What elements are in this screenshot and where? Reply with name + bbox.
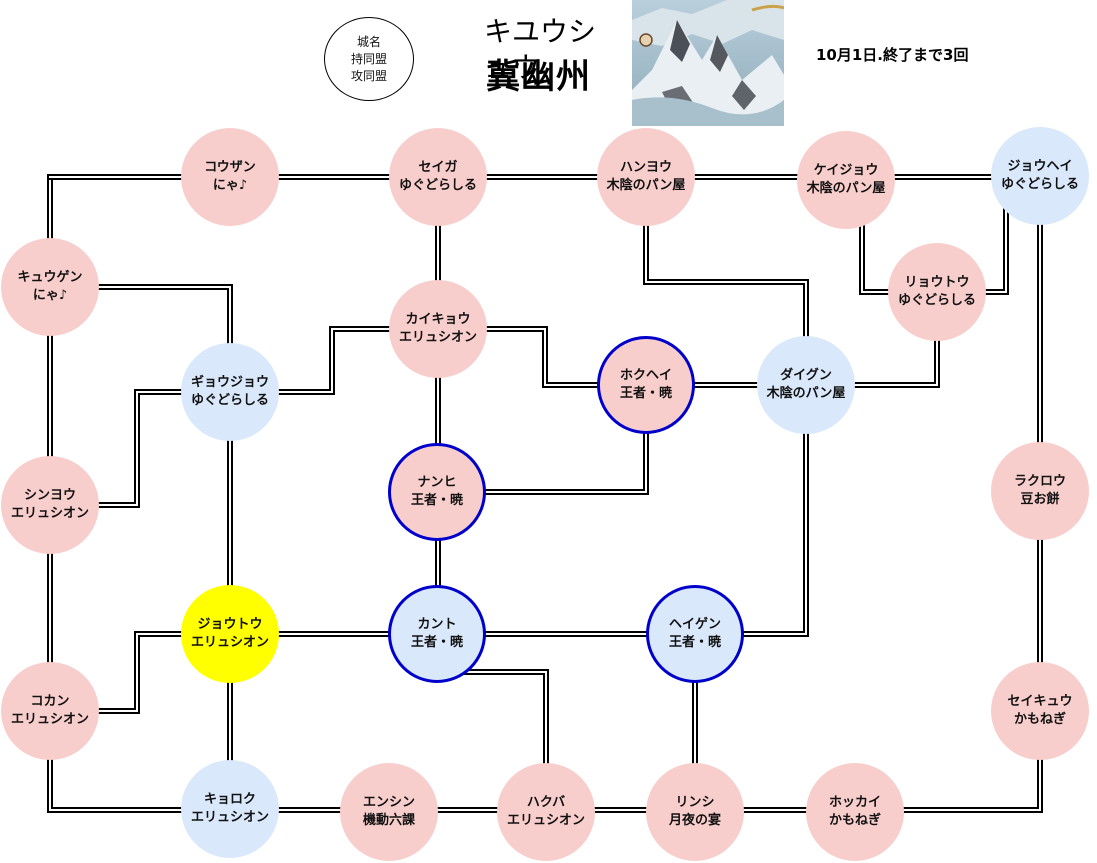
holding-alliance: にゃ♪ [212, 178, 248, 193]
castle-node-jouhei[interactable]: ジョウヘイ ゆぐどらしる [991, 127, 1089, 225]
holding-alliance: エリュシオン [398, 330, 477, 345]
castle-node-rinshi[interactable]: リンシ 月夜の宴 [646, 763, 744, 861]
holding-alliance: ゆぐどらしる [190, 393, 269, 408]
castle-name: ダイグン [780, 368, 832, 383]
gyoujou-kaikyou-road [227, 326, 441, 395]
castle-name: キュウゲン [17, 270, 83, 285]
castle-name: ナンヒ [417, 475, 457, 490]
holding-alliance: 豆お餅 [1020, 492, 1060, 507]
castle-name: ホッカイ [828, 795, 881, 810]
region-title: 冀幽州 [486, 57, 591, 97]
castle-name: セイガ [418, 160, 458, 175]
castle-name: セイキュウ [1007, 694, 1073, 709]
castle-node-keijou[interactable]: ケイジョウ 木陰のパン屋 [797, 131, 895, 229]
holding-alliance: エリュシオン [10, 506, 89, 521]
castle-node-enshin[interactable]: エンシン 機動六課 [340, 763, 438, 861]
castle-node-heigen[interactable]: ヘイゲン 王者・暁 [646, 585, 744, 683]
holding-alliance: エリュシオン [10, 712, 89, 727]
castle-node-kyuugen[interactable]: キュウゲン にゃ♪ [1, 238, 99, 336]
castle-name: エンシン [362, 795, 415, 810]
castle-name: リンシ [675, 795, 715, 810]
legend-attacking-alliance: 攻同盟 [350, 68, 387, 83]
castle-node-daigun[interactable]: ダイグン 木陰のパン屋 [757, 336, 855, 434]
holding-alliance: エリュシオン [506, 813, 585, 828]
castle-name: ギョウジョウ [190, 375, 269, 390]
holding-alliance: 月夜の宴 [668, 813, 721, 828]
castle-node-kaikyou[interactable]: カイキョウ エリュシオン [389, 280, 487, 378]
region-reading: キユウシュウ [484, 15, 597, 84]
left-edge-road [47, 174, 233, 813]
holding-alliance: ゆぐどらしる [398, 178, 477, 193]
hanyou-daigun-road [643, 174, 809, 388]
holding-alliance: ゆぐどらしる [1000, 177, 1079, 192]
right-edge-road [852, 174, 1043, 813]
holding-alliance: 木陰のパン屋 [606, 178, 686, 193]
castle-name: ジョウトウ [197, 617, 263, 632]
legend-castle-name: 城名 [356, 34, 381, 49]
castle-node-kouzan[interactable]: コウザン にゃ♪ [181, 128, 279, 226]
castle-name: シンヨウ [23, 488, 76, 503]
castle-node-ryoutou[interactable]: リョウトウ ゆぐどらしる [888, 243, 986, 341]
castle-name: ハクバ [526, 795, 566, 810]
castle-node-seikyuu[interactable]: セイキュウ かもねぎ [991, 662, 1089, 760]
castle-name: キョロク [203, 792, 256, 807]
castle-node-shinyou[interactable]: シンヨウ エリュシオン [1, 456, 99, 554]
castle-name: カイキョウ [405, 312, 471, 327]
legend-badge: 城名 持同盟 攻同盟 [324, 17, 414, 101]
castle-node-kyoroku[interactable]: キョロク エリュシオン [181, 760, 279, 858]
castle-node-kanto[interactable]: カント 王者・暁 [388, 585, 486, 683]
castle-name: ケイジョウ [813, 163, 879, 178]
holding-alliance: 機動六課 [362, 813, 415, 828]
turn-status: 10月1日.終了まで3回 [816, 46, 969, 64]
holding-alliance: かもねぎ [828, 813, 881, 828]
castle-name: リョウトウ [904, 275, 970, 290]
holding-alliance: 木陰のパン屋 [766, 386, 846, 401]
holding-alliance: ゆぐどらしる [897, 293, 976, 308]
castle-node-hanyou[interactable]: ハンヨウ 木陰のパン屋 [597, 128, 695, 226]
castle-name: ジョウヘイ [1007, 159, 1073, 174]
region-thumbnail-image [632, 0, 784, 126]
castle-name: コカン [30, 694, 70, 709]
legend-holding-alliance: 持同盟 [350, 51, 387, 66]
castle-node-joutou[interactable]: ジョウトウ エリュシオン [181, 585, 279, 683]
holding-alliance: 王者・暁 [619, 386, 672, 401]
holding-alliance: 王者・暁 [668, 635, 721, 650]
holding-alliance: 木陰のパン屋 [806, 181, 886, 196]
holding-alliance: かもねぎ [1013, 712, 1066, 727]
castle-node-hakuba[interactable]: ハクバ エリュシオン [497, 763, 595, 861]
castle-name: コウザン [204, 160, 256, 175]
castle-name: ホクヘイ [619, 368, 672, 383]
holding-alliance: エリュシオン [190, 810, 269, 825]
castle-node-gyoujou[interactable]: ギョウジョウ ゆぐどらしる [181, 343, 279, 441]
castle-node-seiga[interactable]: セイガ ゆぐどらしる [389, 128, 487, 226]
castle-node-nanhi[interactable]: ナンヒ 王者・暁 [388, 443, 486, 541]
castle-node-hokuhei[interactable]: ホクヘイ 王者・暁 [597, 336, 695, 434]
holding-alliance: エリュシオン [190, 635, 269, 650]
holding-alliance: 王者・暁 [410, 635, 463, 650]
castle-node-hokkai[interactable]: ホッカイ かもねぎ [806, 763, 904, 861]
castle-name: ハンヨウ [619, 160, 672, 175]
holding-alliance: にゃ♪ [32, 288, 68, 303]
holding-alliance: 王者・暁 [410, 493, 463, 508]
castle-node-rakurou[interactable]: ラクロウ 豆お餅 [991, 442, 1089, 540]
castle-name: カント [417, 617, 457, 632]
castle-node-kokan[interactable]: コカン エリュシオン [1, 662, 99, 760]
castle-name: ラクロウ [1013, 474, 1066, 489]
castle-name: ヘイゲン [668, 617, 721, 632]
kaikyou-hokuhei-road [435, 326, 649, 388]
